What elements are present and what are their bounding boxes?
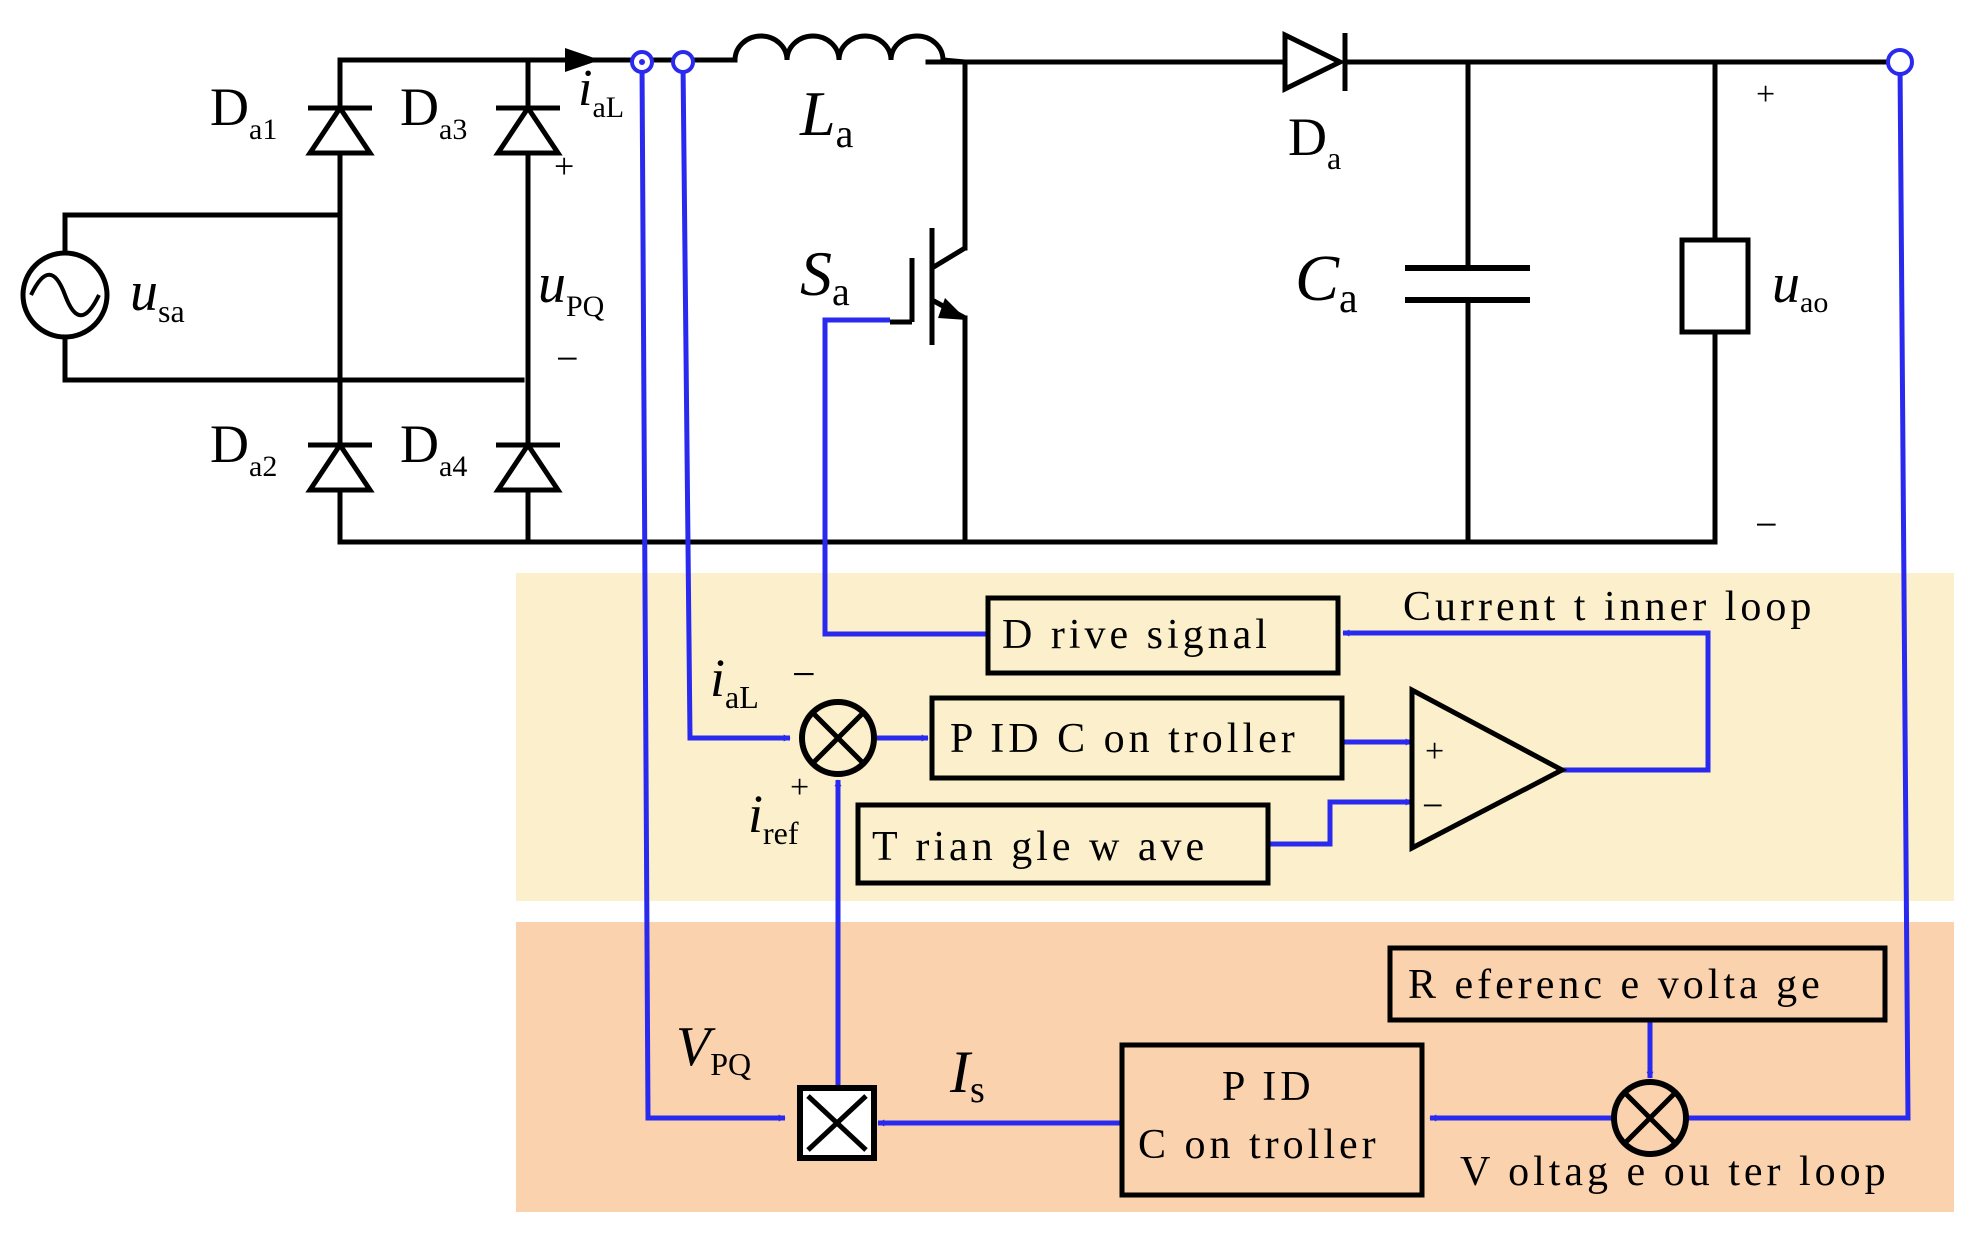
current-sensor-label: iaL (578, 60, 624, 124)
diode-icon-a2 (305, 440, 375, 493)
vpq-label: VPQ (676, 1016, 751, 1082)
signal-paths (639, 61, 1911, 1127)
voltage-summer-icon (1611, 1079, 1689, 1157)
triangle-wave-label: T rian gle w ave (872, 824, 1208, 870)
drive-signal-box (985, 595, 1341, 676)
feedback-sign: − (792, 652, 816, 698)
diode-icon-a (1282, 30, 1348, 94)
comparator-plus: + (1425, 733, 1444, 770)
igbt-switch-icon (890, 228, 967, 345)
capacitor-icon (1405, 265, 1530, 303)
ial-sense-point (671, 50, 695, 74)
voltage-pid-box (1119, 1042, 1425, 1198)
diode-icon-a1 (305, 103, 375, 156)
vpq-sense-wire (639, 61, 786, 1122)
upq-label: uPQ (538, 253, 605, 323)
load-label: uao (1772, 253, 1828, 319)
ial-sense-wire (680, 61, 791, 742)
source-label: usa (130, 261, 185, 329)
reference-sign: + (790, 769, 809, 806)
switch-label: Sa (800, 238, 850, 314)
comparator-minus: − (1422, 785, 1443, 827)
multiplier-icon (797, 1085, 877, 1161)
voltage-pid-label-1: P ID (1222, 1064, 1315, 1110)
reference-label: iref (748, 784, 799, 851)
output-sense-wire (1677, 61, 1911, 1122)
diode-label-a2: Da2 (210, 414, 277, 483)
load-plus: + (1756, 76, 1775, 113)
load-minus: − (1755, 502, 1778, 547)
current-pid-label: P ID C on troller (950, 716, 1299, 762)
diode-icon-a3 (493, 103, 563, 156)
is-label: Is (949, 1039, 985, 1111)
gate-drive-wire (822, 317, 988, 637)
diode-label-a1: Da1 (210, 77, 277, 146)
triangle-wave-box (855, 802, 1271, 886)
reference-voltage-box (1387, 945, 1888, 1023)
igbt-arrow-icon (938, 298, 967, 320)
output-sense-point (1886, 48, 1914, 76)
diode-label-a4: Da4 (400, 414, 467, 483)
comparator-to-drive-wire (1342, 629, 1711, 773)
current-loop-title: Current t inner loop (1403, 584, 1815, 630)
capacitor-label: Ca (1295, 242, 1358, 322)
current-arrow-icon (565, 48, 600, 72)
voltage-loop-title: V oltag e ou ter loop (1460, 1149, 1890, 1195)
drive-signal-label: D rive signal (1002, 612, 1271, 658)
triangle-to-comparator-wire (1268, 798, 1413, 847)
inductor-icon (732, 33, 966, 65)
load-resistor-icon (1679, 237, 1751, 335)
current-summer-icon (799, 699, 877, 777)
diode-icon-a4 (493, 440, 563, 493)
output-diode-label: Da (1288, 107, 1341, 176)
ac-source-icon (20, 250, 110, 340)
vpq-sense-dot (639, 59, 645, 65)
reference-voltage-label: R eferenc e volta ge (1408, 962, 1824, 1008)
feedback-label: iaL (710, 648, 759, 715)
upq-plus: + (554, 146, 574, 186)
current-pid-box (929, 695, 1345, 781)
inductor-label: La (799, 78, 854, 156)
diode-label-a3: Da3 (400, 77, 467, 146)
voltage-pid-label-2: C on troller (1138, 1122, 1380, 1168)
upq-minus: − (556, 336, 579, 381)
sensing-points (630, 48, 1914, 76)
comparator-icon (1409, 685, 1568, 853)
